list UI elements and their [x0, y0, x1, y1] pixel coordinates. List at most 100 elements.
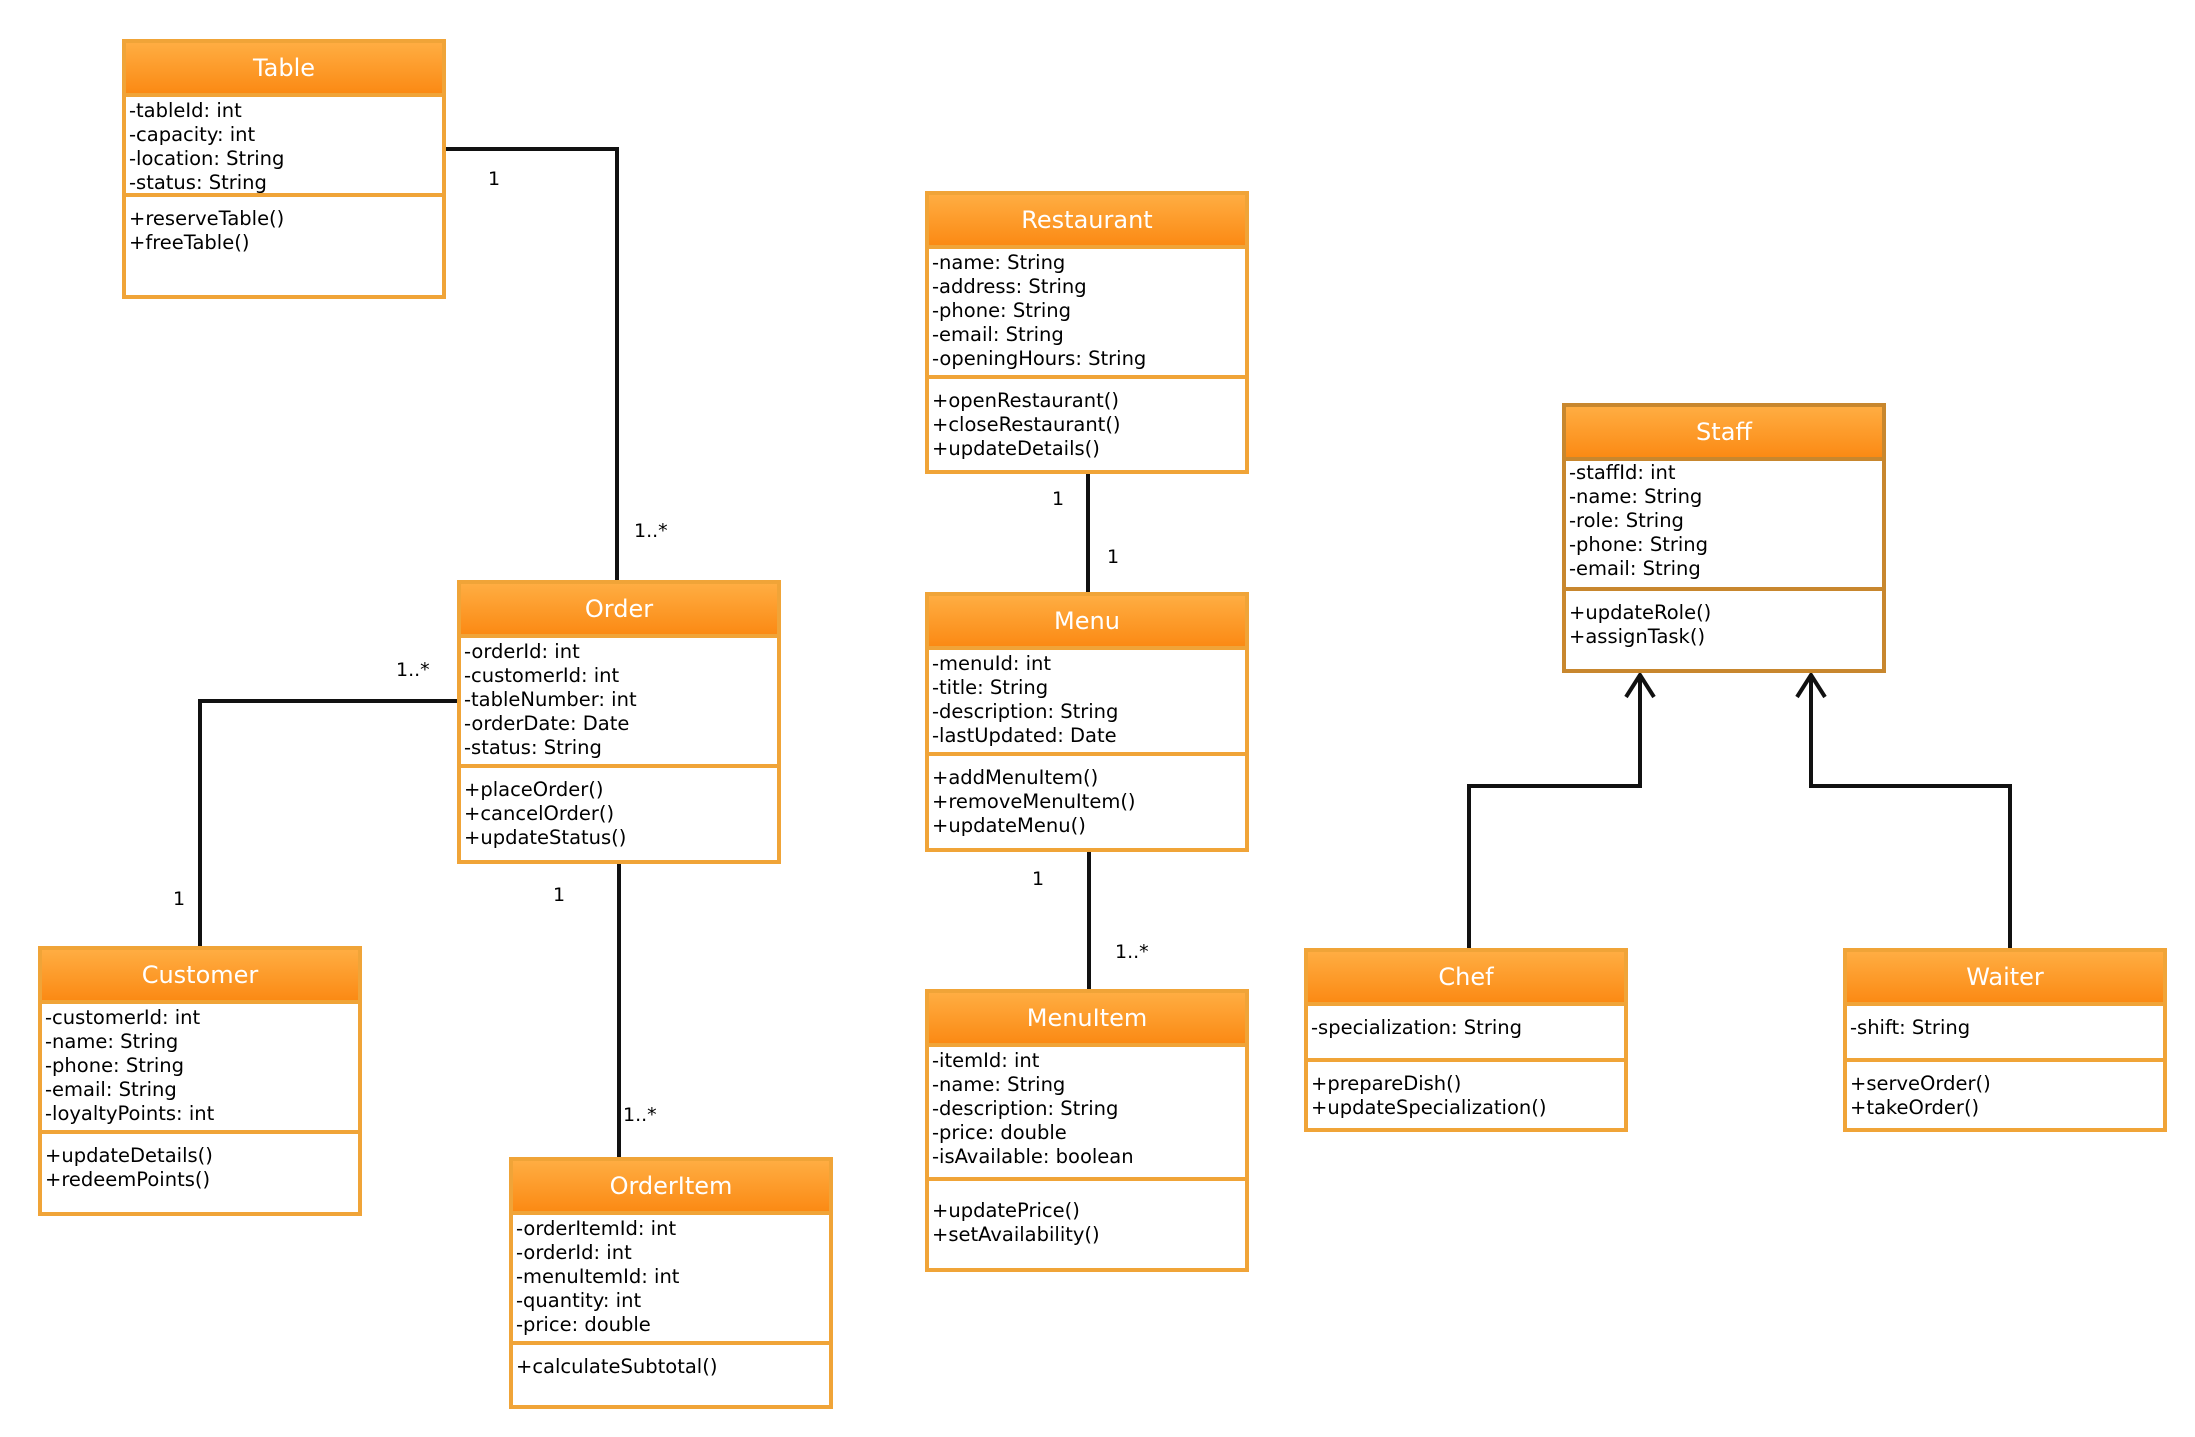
- attributes-compartment: -specialization: String: [1308, 1006, 1624, 1062]
- methods-compartment: +calculateSubtotal(): [513, 1345, 829, 1383]
- method: +updateStatus(): [464, 826, 627, 849]
- attributes-compartment: -customerId: int -name: String -phone: S…: [42, 1004, 358, 1134]
- class-name: Table: [126, 43, 442, 97]
- methods-compartment: +addMenuItem() +removeMenuItem() +update…: [929, 756, 1245, 842]
- class-chef[interactable]: Chef -specialization: String +prepareDis…: [1304, 948, 1628, 1132]
- attribute: -loyaltyPoints: int: [45, 1102, 215, 1125]
- attribute: -phone: String: [932, 299, 1072, 322]
- attributes-compartment: -tableId: int -capacity: int -location: …: [126, 97, 442, 197]
- attribute: -title: String: [932, 676, 1049, 699]
- class-name: MenuItem: [929, 993, 1245, 1047]
- method: +freeTable(): [129, 231, 250, 254]
- methods-compartment: +updatePrice() +setAvailability(): [929, 1181, 1245, 1251]
- attribute: -shift: String: [1850, 1016, 1971, 1039]
- method: +serveOrder(): [1850, 1072, 1991, 1095]
- methods-compartment: +openRestaurant() +closeRestaurant() +up…: [929, 379, 1245, 465]
- attribute: -orderId: int: [464, 640, 580, 663]
- class-menu[interactable]: Menu -menuId: int -title: String -descri…: [925, 592, 1249, 852]
- attribute: -isAvailable: boolean: [932, 1145, 1134, 1168]
- method: +calculateSubtotal(): [516, 1355, 718, 1378]
- generalization-waiter-staff: [1809, 675, 2012, 952]
- methods-compartment: +updateDetails() +redeemPoints(): [42, 1134, 358, 1196]
- method: +redeemPoints(): [45, 1168, 211, 1191]
- class-table[interactable]: Table -tableId: int -capacity: int -loca…: [122, 39, 446, 299]
- attribute: -orderDate: Date: [464, 712, 630, 735]
- attribute: -location: String: [129, 147, 285, 170]
- generalization-chef-staff: [1467, 675, 1642, 952]
- inheritance-arrowhead-waiter: [1795, 671, 1827, 699]
- inheritance-arrowhead-chef: [1624, 671, 1656, 699]
- attributes-compartment: -orderId: int -customerId: int -tableNum…: [461, 638, 777, 768]
- method: +cancelOrder(): [464, 802, 615, 825]
- class-menuitem[interactable]: MenuItem -itemId: int -name: String -des…: [925, 989, 1249, 1272]
- method: +setAvailability(): [932, 1223, 1100, 1246]
- multiplicity-label: 1: [173, 888, 186, 910]
- multiplicity-label: 1..*: [396, 659, 430, 681]
- methods-compartment: +serveOrder() +takeOrder(): [1847, 1062, 2163, 1124]
- attribute: -openingHours: String: [932, 347, 1147, 370]
- attribute: -status: String: [129, 171, 267, 194]
- method: +updateSpecialization(): [1311, 1096, 1547, 1119]
- class-order[interactable]: Order -orderId: int -customerId: int -ta…: [457, 580, 781, 864]
- attribute: -tableNumber: int: [464, 688, 637, 711]
- methods-compartment: +reserveTable() +freeTable(): [126, 197, 442, 259]
- attribute: -name: String: [932, 251, 1066, 274]
- attribute: -email: String: [1569, 557, 1701, 580]
- attributes-compartment: -itemId: int -name: String -description:…: [929, 1047, 1245, 1181]
- method: +updatePrice(): [932, 1199, 1080, 1222]
- multiplicity-label: 1: [553, 884, 566, 906]
- attributes-compartment: -shift: String: [1847, 1006, 2163, 1062]
- method: +removeMenuItem(): [932, 790, 1136, 813]
- attribute: -name: String: [932, 1073, 1066, 1096]
- attribute: -menuId: int: [932, 652, 1052, 675]
- methods-compartment: +updateRole() +assignTask(): [1566, 591, 1882, 653]
- class-waiter[interactable]: Waiter -shift: String +serveOrder() +tak…: [1843, 948, 2167, 1132]
- class-name: Restaurant: [929, 195, 1245, 249]
- attribute: -customerId: int: [464, 664, 620, 687]
- multiplicity-label: 1: [488, 168, 501, 190]
- class-orderitem[interactable]: OrderItem -orderItemId: int -orderId: in…: [509, 1157, 833, 1409]
- method: +closeRestaurant(): [932, 413, 1121, 436]
- method: +takeOrder(): [1850, 1096, 1980, 1119]
- multiplicity-label: 1..*: [623, 1104, 657, 1126]
- attribute: -customerId: int: [45, 1006, 201, 1029]
- attributes-compartment: -name: String -address: String -phone: S…: [929, 249, 1245, 379]
- methods-compartment: +placeOrder() +cancelOrder() +updateStat…: [461, 768, 777, 854]
- attribute: -orderId: int: [516, 1241, 632, 1264]
- class-name: OrderItem: [513, 1161, 829, 1215]
- multiplicity-label: 1..*: [1115, 941, 1149, 963]
- class-customer[interactable]: Customer -customerId: int -name: String …: [38, 946, 362, 1216]
- attribute: -status: String: [464, 736, 602, 759]
- class-name: Chef: [1308, 952, 1624, 1006]
- methods-compartment: +prepareDish() +updateSpecialization(): [1308, 1062, 1624, 1124]
- method: +updateDetails(): [932, 437, 1100, 460]
- method: +updateMenu(): [932, 814, 1086, 837]
- attribute: -address: String: [932, 275, 1087, 298]
- method: +addMenuItem(): [932, 766, 1099, 789]
- attribute: -phone: String: [1569, 533, 1709, 556]
- attribute: -price: double: [516, 1313, 651, 1336]
- attributes-compartment: -menuId: int -title: String -description…: [929, 650, 1245, 756]
- class-name: Order: [461, 584, 777, 638]
- multiplicity-label: 1..*: [634, 520, 668, 542]
- attribute: -name: String: [1569, 485, 1703, 508]
- method: +placeOrder(): [464, 778, 604, 801]
- class-name: Menu: [929, 596, 1245, 650]
- attribute: -tableId: int: [129, 99, 242, 122]
- attributes-compartment: -staffId: int -name: String -role: Strin…: [1566, 461, 1882, 591]
- attribute: -email: String: [45, 1078, 177, 1101]
- attributes-compartment: -orderItemId: int -orderId: int -menuIte…: [513, 1215, 829, 1345]
- multiplicity-label: 1: [1032, 868, 1045, 890]
- multiplicity-label: 1: [1107, 546, 1120, 568]
- association-customer-order: [198, 699, 459, 948]
- attribute: -orderItemId: int: [516, 1217, 677, 1240]
- method: +assignTask(): [1569, 625, 1706, 648]
- attribute: -staffId: int: [1569, 461, 1676, 484]
- attribute: -phone: String: [45, 1054, 185, 1077]
- class-restaurant[interactable]: Restaurant -name: String -address: Strin…: [925, 191, 1249, 474]
- method: +updateRole(): [1569, 601, 1712, 624]
- attribute: -email: String: [932, 323, 1064, 346]
- class-staff[interactable]: Staff -staffId: int -name: String -role:…: [1562, 403, 1886, 673]
- attribute: -itemId: int: [932, 1049, 1040, 1072]
